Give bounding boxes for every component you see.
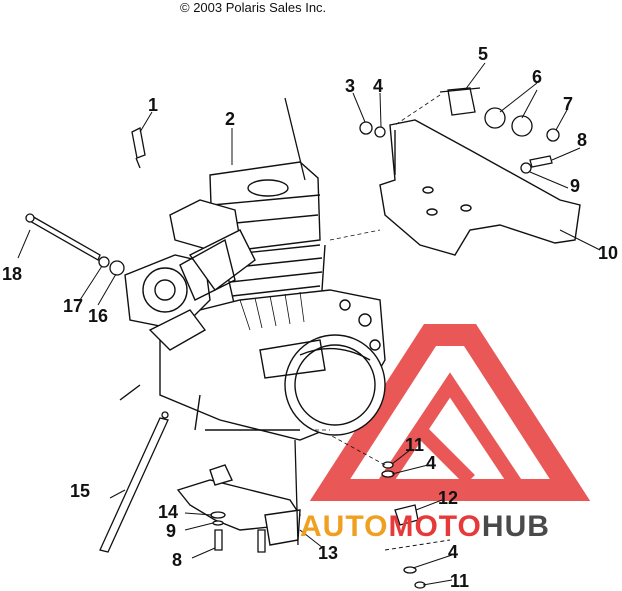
callout-2: 2 [225, 109, 236, 129]
callout-6: 6 [532, 67, 543, 87]
spark-plug [131, 127, 146, 169]
callout-18: 18 [2, 264, 23, 284]
bolt [257, 529, 266, 553]
mounting-bracket [379, 119, 581, 256]
washer [520, 162, 532, 174]
callout-16: 16 [88, 306, 109, 326]
copyright-notice: © 2003 Polaris Sales Inc. [180, 0, 327, 15]
engine-assembly [119, 161, 386, 441]
support-rod [294, 439, 299, 546]
lower-bracket [176, 464, 301, 546]
washer [210, 511, 226, 519]
callout-9: 9 [570, 176, 581, 196]
callout-17: 17 [63, 296, 84, 316]
callout-11b: 11 [450, 571, 470, 591]
washer [374, 126, 386, 138]
nut [382, 461, 394, 469]
bolt [529, 155, 553, 168]
leader-lines [17, 62, 601, 586]
callout-4b: 4 [426, 453, 437, 473]
callout-8: 8 [577, 130, 588, 150]
nut [359, 121, 373, 135]
washer [403, 566, 417, 574]
watermark-part-hub: HUB [481, 510, 550, 543]
watermark-logo [309, 324, 591, 501]
callout-12: 12 [438, 488, 459, 508]
callout-3: 3 [345, 76, 356, 96]
long-stud-bolt [25, 213, 101, 261]
clip [394, 504, 419, 526]
watermark-text: AUTOMOTOHUB [300, 512, 550, 542]
callout-4c: 4 [448, 542, 459, 562]
callout-14: 14 [158, 502, 179, 522]
bolt [214, 529, 223, 551]
callout-10: 10 [598, 243, 619, 263]
nut [109, 260, 125, 276]
nut [546, 128, 560, 142]
callout-8b: 8 [172, 550, 183, 570]
callout-9b: 9 [166, 521, 177, 541]
washer [212, 520, 224, 526]
callout-11: 11 [405, 435, 425, 455]
callout-7: 7 [563, 94, 574, 114]
callout-15: 15 [70, 481, 91, 501]
plug-wire [284, 97, 306, 181]
rubber-damper [439, 87, 481, 116]
callout-4: 4 [373, 76, 384, 96]
washer [484, 107, 506, 129]
dipstick-tube [99, 411, 169, 553]
washer [511, 115, 533, 137]
callout-13: 13 [318, 543, 339, 563]
callout-5: 5 [478, 44, 489, 64]
watermark-part-auto: AUTO [300, 510, 389, 543]
callout-1: 1 [148, 95, 159, 115]
washer [98, 256, 110, 268]
watermark-part-moto: MOTO [388, 510, 482, 543]
